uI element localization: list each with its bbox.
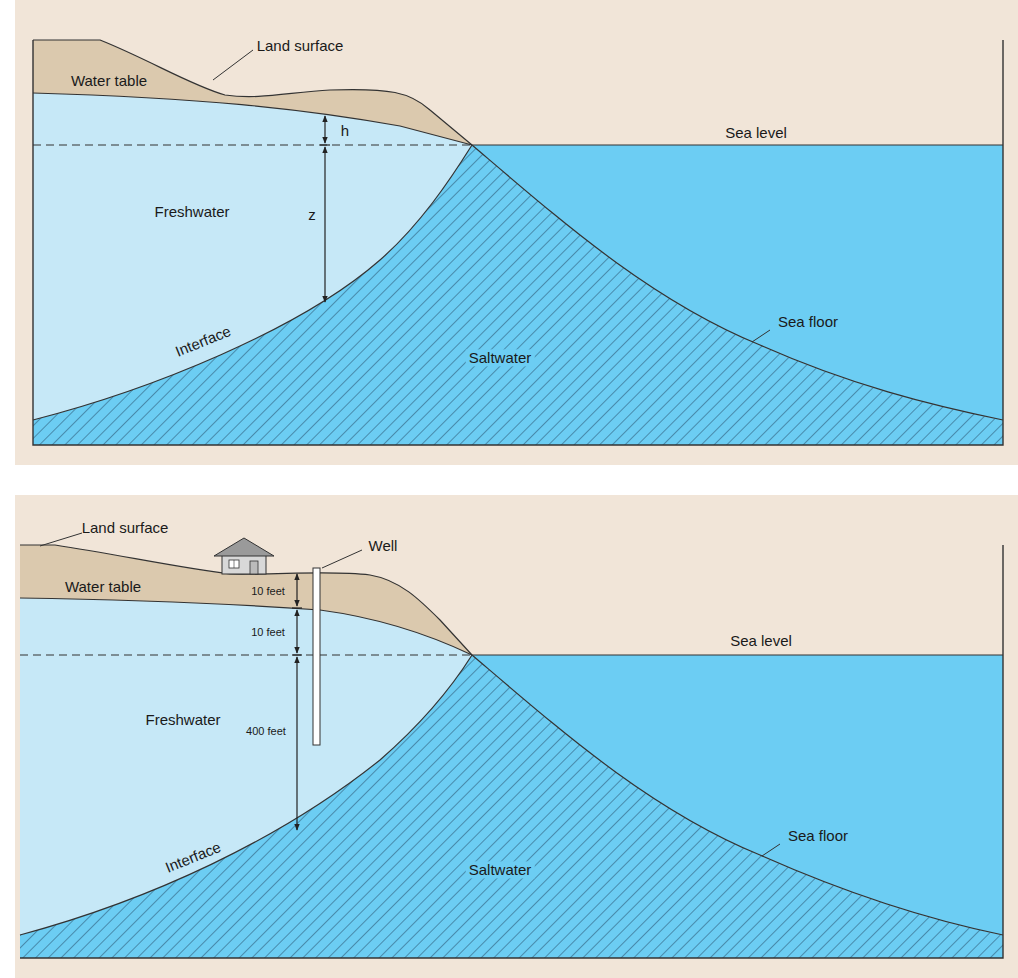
dimension-symbol: z (308, 206, 316, 223)
region-label: Freshwater (154, 203, 229, 220)
house-icon (214, 538, 274, 574)
illustration-shape (296, 574, 297, 606)
illustration-shape (33, 40, 472, 145)
illustration-shape (20, 598, 472, 655)
illustration-shape (472, 144, 1003, 145)
leader-label: Well (369, 537, 398, 554)
illustration-shape (20, 545, 472, 655)
dimension-label: 400 feet (246, 725, 286, 738)
dimension-symbol: h (341, 122, 349, 139)
dimension-label: 10 feet (251, 626, 285, 639)
illustration-shape (292, 607, 302, 608)
illustration-shape (472, 655, 1003, 935)
illustration-shape (33, 144, 472, 145)
illustration-shape (292, 654, 302, 655)
region-label: Saltwater (466, 861, 535, 878)
level-label: Sea level (730, 632, 792, 649)
illustration-shape (752, 330, 770, 342)
illustration-shape (296, 610, 297, 653)
leader-label: Sea floor (788, 827, 848, 844)
illustration-shape (213, 50, 253, 80)
illustration-shape (320, 144, 330, 145)
illustration-shape (234, 560, 235, 568)
boundary-label: Interface (173, 322, 234, 360)
region-label: Saltwater (466, 349, 535, 366)
illustration-shape (324, 116, 325, 143)
illustration-shape (222, 554, 266, 574)
level-label: Sea level (725, 124, 787, 141)
region-label: Freshwater (145, 711, 220, 728)
illustration-shape (20, 545, 1003, 958)
dimension-label: 10 feet (251, 585, 285, 598)
illustration-shape (33, 40, 472, 145)
leader-label: Sea floor (778, 313, 838, 330)
boundary-label: Interface (163, 838, 224, 876)
illustration-shape (762, 844, 780, 856)
illustration-shape (322, 550, 362, 568)
panel-bottom (15, 495, 1018, 978)
illustration-shape (250, 561, 258, 574)
illustration-shape (229, 560, 239, 568)
illustration-shape (324, 147, 325, 302)
illustration-shape (20, 655, 1003, 958)
illustration-shape (15, 0, 1018, 465)
illustration-shape (33, 93, 472, 145)
illustration-shape (472, 654, 1003, 655)
illustration-shape (214, 538, 274, 556)
panel-top (15, 0, 1018, 465)
illustration-shape (40, 533, 82, 546)
illustration-shape (20, 654, 472, 655)
illustration-shape (296, 657, 297, 830)
illustration-shape (15, 495, 1018, 978)
illustration-shape (33, 145, 472, 420)
illustration-shape (20, 655, 472, 935)
illustration-shape (20, 545, 472, 655)
layer-label: Water table (65, 578, 141, 595)
illustration-shape (472, 145, 1003, 420)
leader-label: Land surface (82, 519, 169, 536)
layer-label: Water table (71, 72, 147, 89)
illustration-shape (33, 40, 1003, 445)
leader-label: Land surface (257, 37, 344, 54)
well-casing (313, 568, 320, 745)
illustration-shape (33, 145, 1003, 445)
